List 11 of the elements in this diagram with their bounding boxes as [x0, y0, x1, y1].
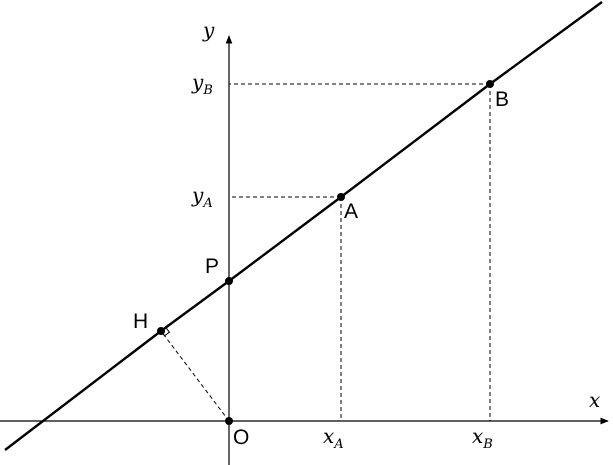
- coordinate-label: x$_{B}$: [472, 424, 493, 454]
- point-label: O: [233, 427, 250, 449]
- axis-label: y: [203, 18, 214, 42]
- coordinate-label: x$_{A}$: [323, 424, 344, 454]
- point-label: P: [205, 256, 220, 278]
- point-label: A: [344, 201, 358, 223]
- point-label: B: [495, 89, 510, 111]
- axis-label: x: [589, 388, 600, 412]
- coordinate-label: y$_{A}$: [192, 183, 213, 213]
- point-label: H: [133, 311, 148, 333]
- coordinate-label: y$_{B}$: [192, 70, 213, 100]
